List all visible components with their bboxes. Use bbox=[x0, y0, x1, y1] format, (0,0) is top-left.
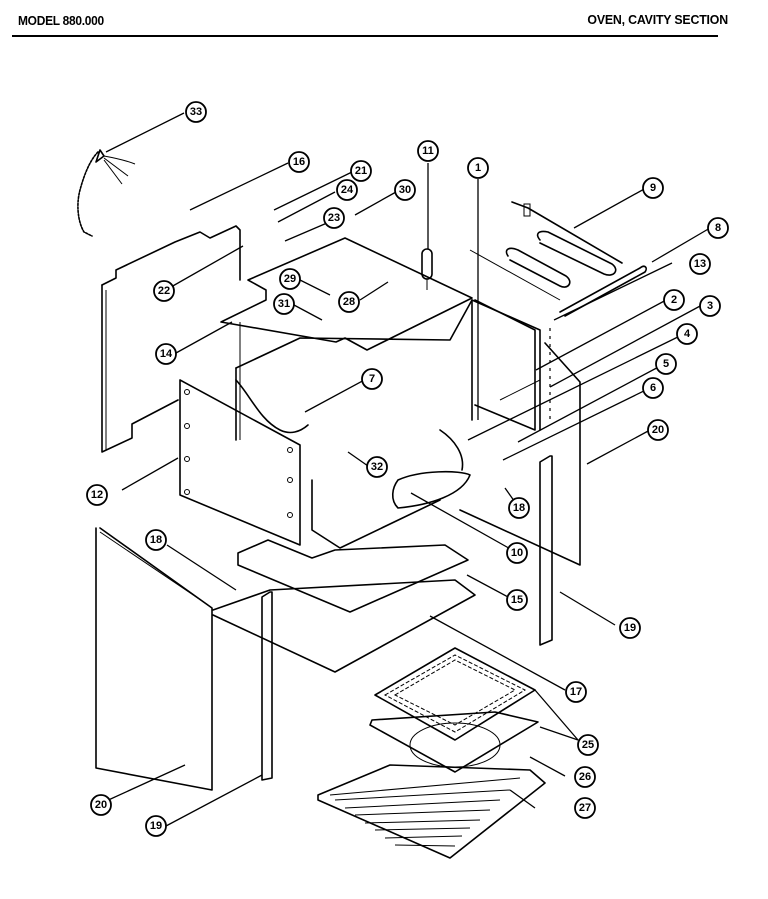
rear-panel bbox=[101, 225, 241, 453]
svg-text:29: 29 bbox=[284, 273, 296, 285]
callout-28: 28 bbox=[338, 291, 360, 313]
broil-element bbox=[559, 265, 647, 317]
svg-text:24: 24 bbox=[341, 184, 354, 196]
callout-7: 7 bbox=[361, 368, 383, 390]
callout-15: 15 bbox=[506, 589, 528, 611]
svg-text:25: 25 bbox=[582, 739, 594, 751]
callout-25: 25 bbox=[577, 734, 599, 756]
svg-text:16: 16 bbox=[293, 156, 305, 168]
callout-27: 27 bbox=[574, 797, 596, 819]
callout-13: 13 bbox=[689, 253, 711, 275]
svg-text:26: 26 bbox=[579, 771, 591, 783]
callout-3: 3 bbox=[699, 295, 721, 317]
svg-text:11: 11 bbox=[422, 145, 434, 157]
svg-text:15: 15 bbox=[511, 594, 523, 606]
side-panel-left-front bbox=[179, 379, 301, 546]
callout-24: 24 bbox=[336, 179, 358, 201]
svg-text:2: 2 bbox=[671, 294, 677, 306]
bottom-panels bbox=[212, 539, 476, 673]
svg-text:19: 19 bbox=[150, 820, 162, 832]
svg-text:31: 31 bbox=[278, 298, 290, 310]
callout-23: 23 bbox=[323, 207, 345, 229]
svg-text:32: 32 bbox=[371, 461, 383, 473]
callout-17: 17 bbox=[565, 681, 587, 703]
svg-text:20: 20 bbox=[95, 799, 107, 811]
callout-16: 16 bbox=[288, 151, 310, 173]
callout-18-right: 18 bbox=[508, 497, 530, 519]
callout-30: 30 bbox=[394, 179, 416, 201]
callout-11: 11 bbox=[417, 140, 439, 162]
callout-1: 1 bbox=[467, 157, 489, 179]
svg-text:33: 33 bbox=[190, 106, 202, 118]
callout-21: 21 bbox=[350, 160, 372, 182]
svg-text:18: 18 bbox=[150, 534, 162, 546]
callout-5: 5 bbox=[655, 353, 677, 375]
svg-text:27: 27 bbox=[579, 802, 591, 814]
side-panel-left bbox=[95, 527, 213, 791]
svg-text:21: 21 bbox=[355, 165, 367, 177]
svg-text:14: 14 bbox=[160, 348, 173, 360]
oven-rack bbox=[317, 764, 546, 859]
svg-text:13: 13 bbox=[694, 258, 706, 270]
callout-14: 14 bbox=[155, 343, 177, 365]
callout-6: 6 bbox=[642, 377, 664, 399]
svg-text:17: 17 bbox=[570, 686, 582, 698]
temperature-sensor bbox=[421, 248, 433, 290]
callout-22: 22 bbox=[153, 280, 175, 302]
callout-26: 26 bbox=[574, 766, 596, 788]
svg-text:30: 30 bbox=[399, 184, 411, 196]
svg-text:1: 1 bbox=[475, 162, 481, 174]
svg-text:23: 23 bbox=[328, 212, 340, 224]
callout-32: 32 bbox=[366, 456, 388, 478]
callout-2: 2 bbox=[663, 289, 685, 311]
side-trim-right bbox=[539, 455, 553, 646]
svg-text:12: 12 bbox=[91, 489, 103, 501]
callout-19-right: 19 bbox=[619, 617, 641, 639]
section-title: OVEN, CAVITY SECTION bbox=[587, 12, 728, 27]
callout-20-left: 20 bbox=[90, 794, 112, 816]
leader-lines bbox=[103, 112, 711, 827]
oven-cavity bbox=[235, 299, 541, 549]
top-panel bbox=[220, 237, 473, 440]
svg-text:3: 3 bbox=[707, 300, 713, 312]
svg-text:22: 22 bbox=[158, 285, 170, 297]
svg-text:20: 20 bbox=[652, 424, 664, 436]
svg-text:28: 28 bbox=[343, 296, 355, 308]
model-number: MODEL 880.000 bbox=[18, 13, 104, 28]
callout-12: 12 bbox=[86, 484, 108, 506]
callout-31: 31 bbox=[273, 293, 295, 315]
callout-33: 33 bbox=[185, 101, 207, 123]
callout-18-left: 18 bbox=[145, 529, 167, 551]
callout-19-left: 19 bbox=[145, 815, 167, 837]
callout-8: 8 bbox=[707, 217, 729, 239]
callout-20-right: 20 bbox=[647, 419, 669, 441]
svg-text:5: 5 bbox=[663, 358, 669, 370]
page-header: MODEL 880.000 OVEN, CAVITY SECTION bbox=[0, 0, 768, 40]
header-divider bbox=[12, 35, 718, 37]
svg-text:18: 18 bbox=[513, 502, 525, 514]
bake-element bbox=[469, 201, 623, 301]
callout-29: 29 bbox=[279, 268, 301, 290]
callout-10: 10 bbox=[506, 542, 528, 564]
svg-text:8: 8 bbox=[715, 222, 721, 234]
svg-text:9: 9 bbox=[650, 182, 656, 194]
side-panel-right bbox=[459, 299, 581, 566]
callout-9: 9 bbox=[642, 177, 664, 199]
broiler-pan bbox=[369, 647, 539, 773]
svg-text:7: 7 bbox=[369, 373, 375, 385]
svg-text:6: 6 bbox=[650, 382, 656, 394]
power-cord bbox=[77, 149, 136, 237]
svg-text:4: 4 bbox=[684, 328, 691, 340]
svg-text:19: 19 bbox=[624, 622, 636, 634]
callout-4: 4 bbox=[676, 323, 698, 345]
svg-text:10: 10 bbox=[511, 547, 523, 559]
side-trim-left bbox=[261, 591, 273, 781]
